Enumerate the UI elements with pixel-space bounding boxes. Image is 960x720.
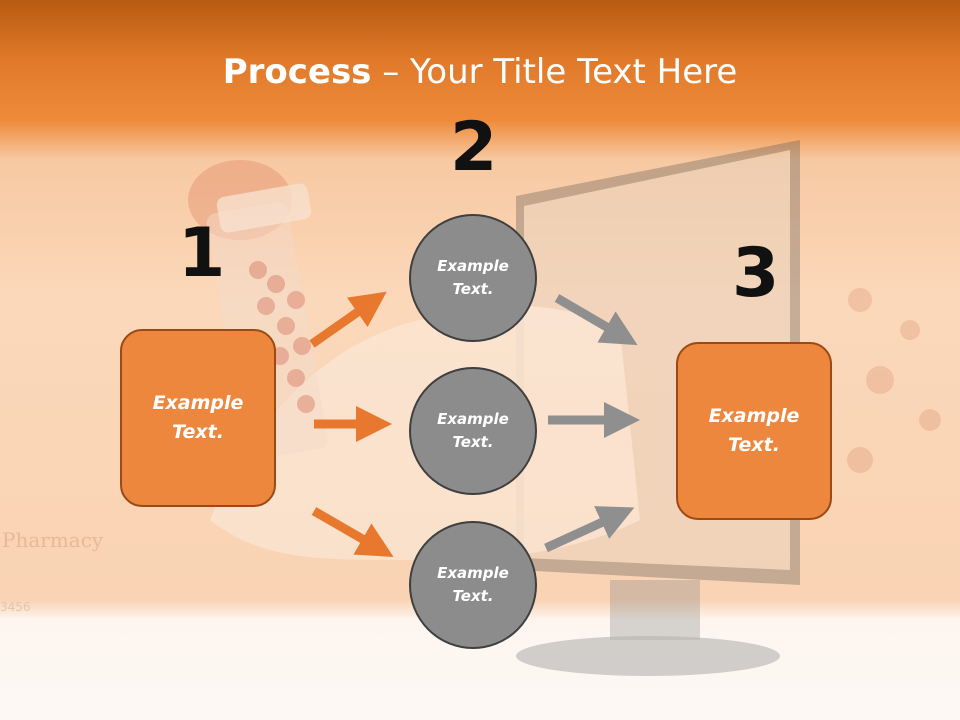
circle-2-line2: Text. (452, 433, 494, 451)
arrow-orange-down (311, 507, 394, 558)
step-number-1: 1 (178, 214, 226, 293)
arrow-grey-down (554, 294, 638, 346)
circle-1-line2: Text. (452, 280, 494, 298)
arrow-grey-up (544, 506, 635, 553)
monitor-stand (516, 636, 780, 676)
pharmacy-background-label: Pharmacy (2, 528, 104, 552)
monitor-neck (610, 580, 700, 640)
hand (188, 160, 292, 240)
title-rest: – Your Title Text Here (371, 52, 738, 92)
circle-3-line1: Example (437, 564, 509, 582)
arrow-orange-up (309, 291, 387, 348)
step-3-text-line1: Example (708, 405, 800, 427)
vial-cap (216, 183, 312, 233)
title-bold: Process (222, 52, 372, 92)
page-title: Process – Your Title Text Here (0, 52, 960, 92)
step-number-2: 2 (450, 108, 498, 187)
background-code: 3456 (0, 600, 31, 614)
circle-2-line1: Example (437, 410, 509, 428)
step-3-text-line2: Text. (728, 434, 780, 456)
step-1-text-line2: Text. (172, 421, 224, 443)
step-number-3: 3 (732, 234, 780, 313)
molecule (847, 288, 941, 473)
circle-1-line1: Example (437, 257, 509, 275)
circle-3-line2: Text. (452, 587, 494, 605)
step-1-text-line1: Example (152, 392, 244, 414)
pills (249, 261, 315, 413)
